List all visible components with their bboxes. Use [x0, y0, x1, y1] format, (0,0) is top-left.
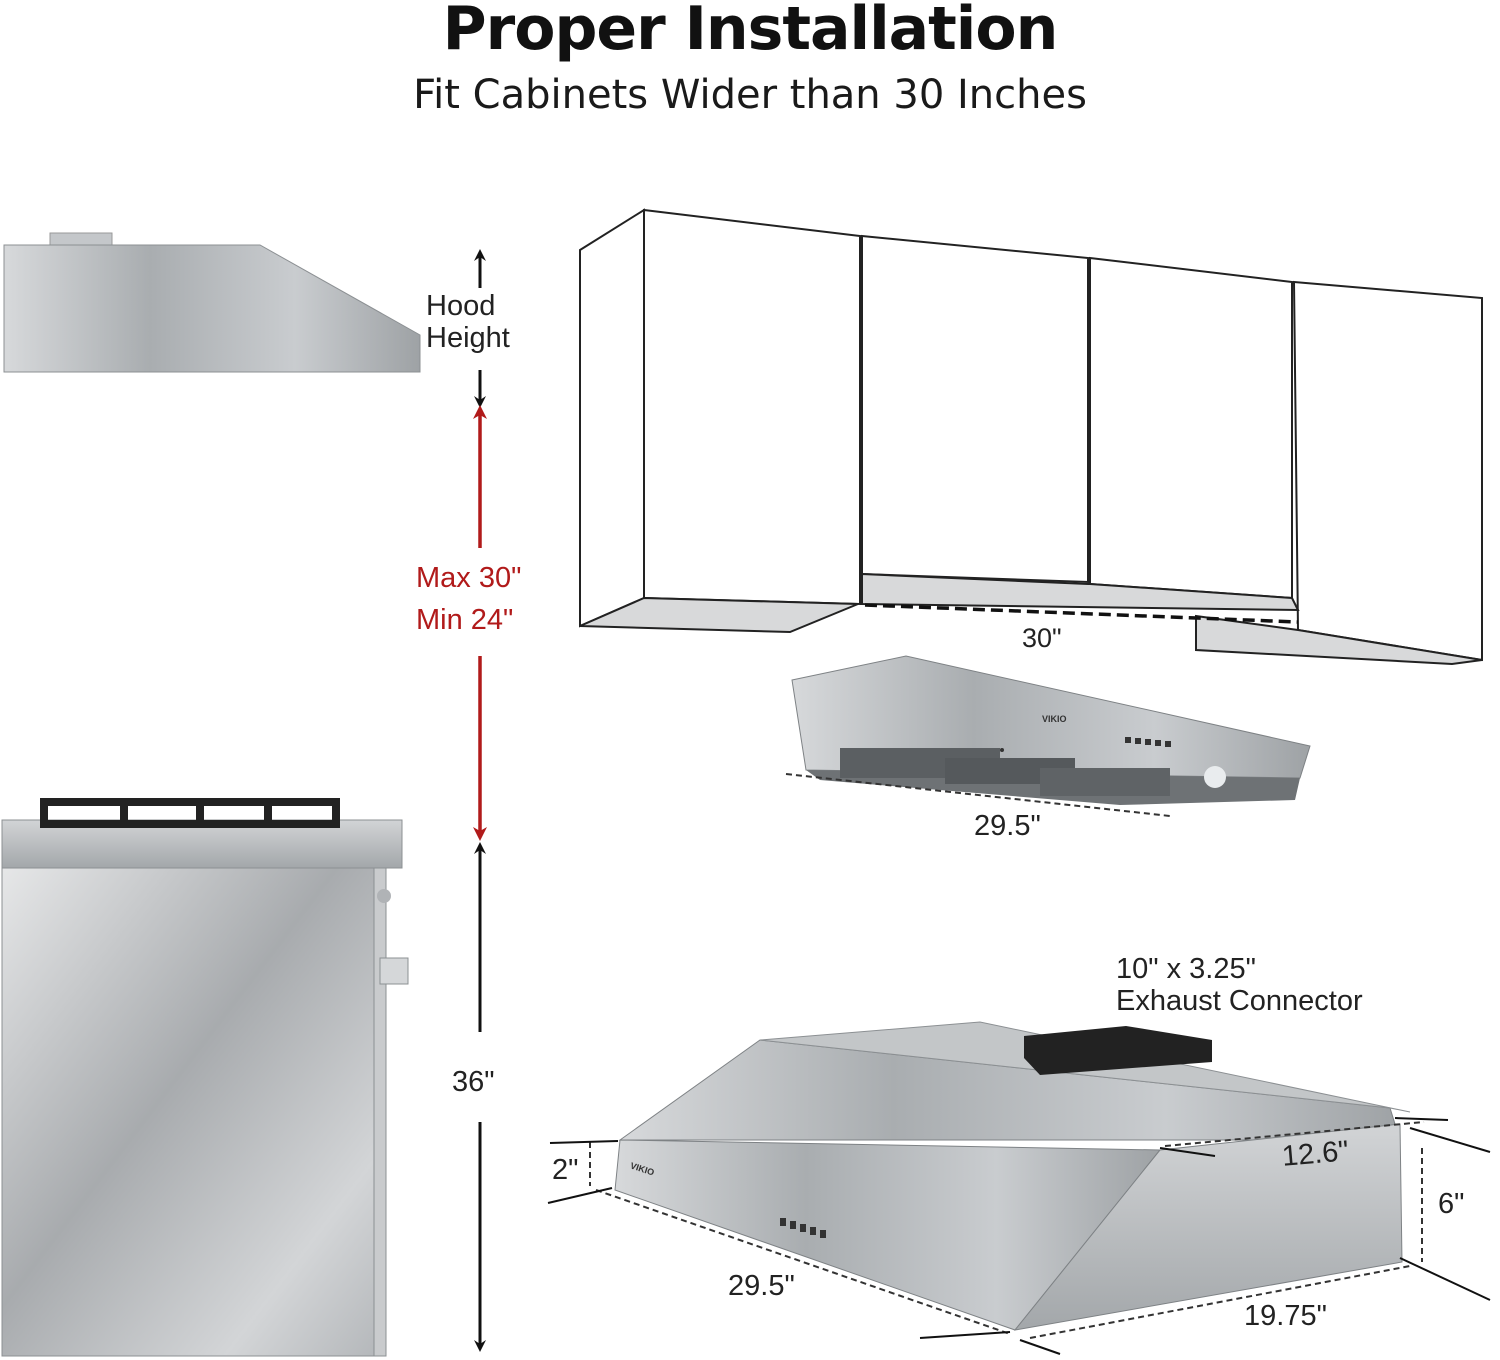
- exhaust-name-label: Exhaust Connector: [1116, 985, 1363, 1018]
- hood-width-front-label: 29.5": [974, 810, 1041, 842]
- range-hood-perspective: [547, 1021, 1491, 1355]
- hood-height-label: Hood Height: [426, 290, 510, 355]
- page-title: Proper Installation: [442, 0, 1059, 64]
- exhaust-connector-label: 10" x 3.25" Exhaust Connector: [1116, 953, 1363, 1018]
- min-clearance-label: Min 24": [416, 604, 514, 636]
- range-hood-front: [785, 655, 1311, 817]
- gas-range: [1, 798, 409, 1357]
- max-clearance-label: Max 30": [416, 562, 522, 594]
- top-depth-label: 12.6": [1280, 1135, 1350, 1173]
- counter-height-label: 36": [452, 1066, 495, 1098]
- bottom-width-label: 29.5": [728, 1270, 795, 1302]
- page-subtitle: Fit Cabinets Wider than 30 Inches: [413, 72, 1087, 118]
- bottom-depth-label: 19.75": [1244, 1300, 1327, 1332]
- wall-cabinets: [579, 208, 1483, 666]
- vikio-logo-front: VIKIO: [1042, 714, 1067, 724]
- exhaust-size-label: 10" x 3.25": [1116, 953, 1256, 985]
- hood-side-profile: [3, 232, 421, 373]
- hood-height-label-line1: Hood: [426, 290, 496, 322]
- hood-height-label-line2: Height: [426, 322, 510, 355]
- cabinet-width-label: 30": [1022, 623, 1062, 653]
- back-height-label: 6": [1438, 1188, 1465, 1220]
- front-height-label: 2": [552, 1154, 579, 1186]
